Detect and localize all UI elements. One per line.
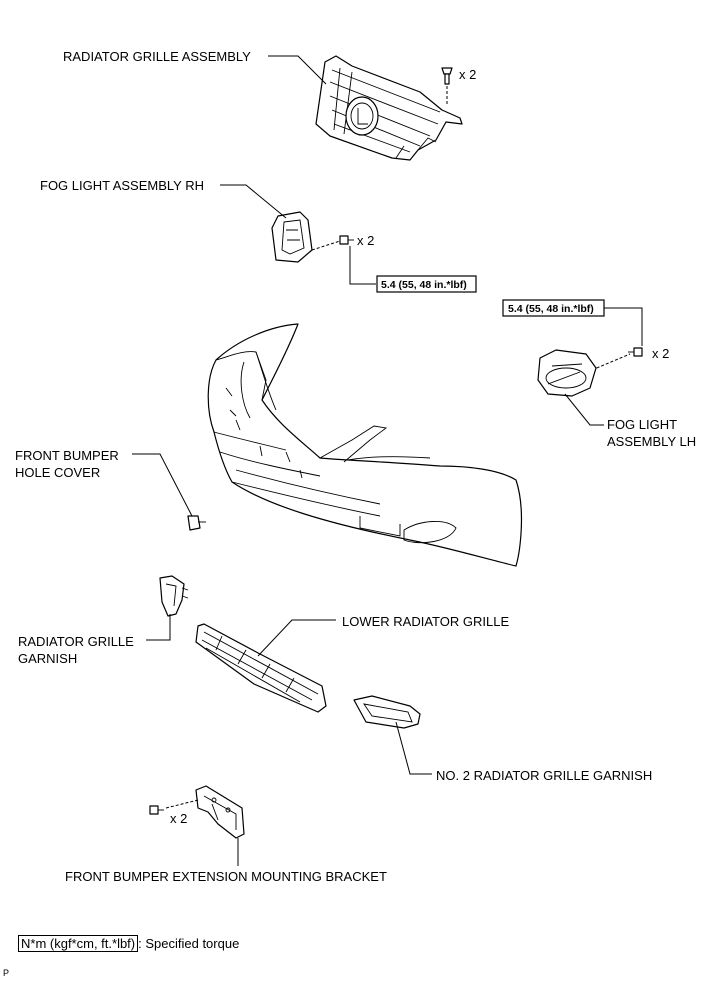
fog-light-rh-label: FOG LIGHT ASSEMBLY RH (40, 178, 204, 193)
grille-clip-icon (441, 67, 453, 85)
torque-value-lh: 5.4 (55, 48 in.*lbf) (508, 303, 594, 315)
torque-value-rh: 5.4 (55, 48 in.*lbf) (381, 279, 467, 291)
torque-legend: N*m (kgf*cm, ft.*lbf): Specified torque (18, 935, 239, 952)
radiator-grille-assembly (315, 55, 463, 161)
fog-rh-bolt-icon (339, 235, 354, 245)
fog-light-lh-leader (564, 393, 604, 426)
fog-lh-bolt-guide (591, 353, 631, 371)
no2-garnish-label: NO. 2 RADIATOR GRILLE GARNISH (436, 768, 652, 783)
mounting-bracket-label: FRONT BUMPER EXTENSION MOUNTING BRACKET (65, 869, 387, 884)
fog-rh-bolt-guide (311, 240, 341, 251)
front-bumper-cover (207, 323, 523, 567)
bracket-bolt-icon (149, 805, 164, 815)
radiator-grille-assembly-leader (268, 55, 327, 85)
fog-light-lh (537, 349, 597, 397)
legend-description: : Specified torque (138, 936, 240, 951)
fog-lh-bolt-icon (628, 347, 643, 357)
lower-radiator-grille (195, 623, 327, 713)
no2-radiator-grille-garnish (353, 695, 421, 729)
no2-garnish-leader (395, 721, 432, 775)
fog-light-lh-label-1: FOG LIGHT (607, 417, 677, 432)
fog-light-lh-label-2: ASSEMBLY LH (607, 434, 696, 449)
fog-lh-torque-leader (604, 307, 643, 346)
fog-lh-bolt-qty: x 2 (652, 346, 669, 361)
fog-light-rh (271, 211, 313, 263)
garnish-leader (146, 614, 171, 641)
lower-grille-leader (257, 619, 336, 657)
lower-grille-label: LOWER RADIATOR GRILLE (342, 614, 509, 629)
hole-cover-leader (132, 453, 193, 517)
torque-box-rh (376, 275, 477, 293)
fog-rh-bolt-qty: x 2 (357, 233, 374, 248)
corner-mark: P (3, 968, 10, 978)
bracket-bolt-guide (165, 799, 199, 809)
hole-cover-icon (187, 515, 206, 531)
grille-clip-qty: x 2 (459, 67, 476, 82)
radiator-grille-assembly-label: RADIATOR GRILLE ASSEMBLY (63, 49, 251, 64)
hole-cover-label-1: FRONT BUMPER (15, 448, 119, 463)
front-bumper-extension-mounting-bracket (195, 785, 245, 839)
fog-light-rh-leader (220, 184, 287, 219)
legend-unit-box: N*m (kgf*cm, ft.*lbf) (18, 935, 139, 952)
fog-rh-torque-leader (349, 246, 376, 285)
radiator-grille-garnish (159, 575, 189, 617)
hole-cover-label-2: HOLE COVER (15, 465, 100, 480)
bracket-bolt-qty: x 2 (170, 811, 187, 826)
garnish-label-1: RADIATOR GRILLE (18, 634, 134, 649)
garnish-label-2: GARNISH (18, 651, 77, 666)
